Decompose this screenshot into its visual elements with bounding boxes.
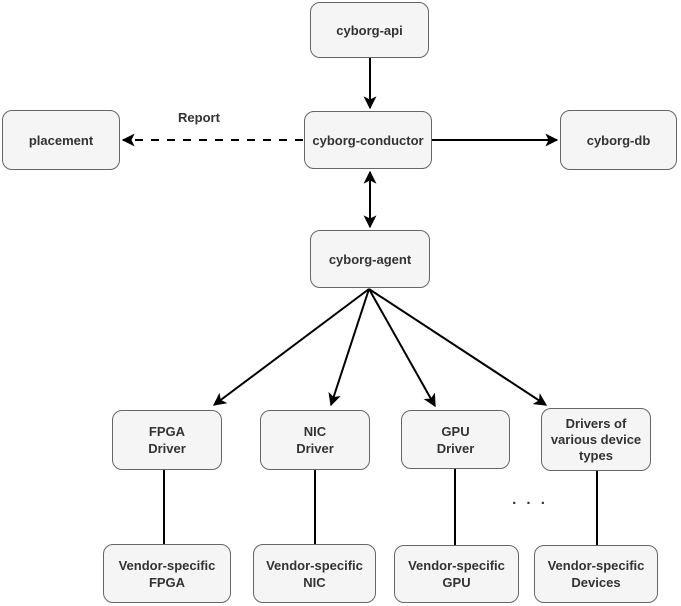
edge-agent-to-gpu-driver	[368, 288, 436, 408]
node-nic-driver: NIC Driver	[260, 410, 370, 470]
edge-agent-to-various-drivers	[368, 288, 548, 406]
node-label-various-drivers: Drivers of various device types	[550, 415, 642, 463]
node-label-gpu-driver: GPU Driver	[436, 423, 475, 456]
node-label-vendor-specific-gpu: Vendor-specific GPU	[408, 558, 505, 590]
edge-agent-to-fpga-driver	[212, 288, 370, 406]
node-vendor-specific-nic: Vendor-specific NIC	[253, 544, 376, 603]
node-vendor-specific-fpga: Vendor-specific FPGA	[103, 544, 231, 603]
node-label-placement: placement	[28, 132, 94, 148]
node-label-vendor-specific-devices: Vendor-specific Devices	[547, 558, 645, 590]
node-gpu-driver: GPU Driver	[401, 410, 510, 469]
node-label-nic-driver: NIC Driver	[296, 424, 334, 456]
node-vendor-specific-gpu: Vendor-specific GPU	[394, 545, 519, 603]
node-label-fpga-driver: FPGA Driver	[148, 424, 186, 456]
node-label-cyborg-db: cyborg-db	[586, 132, 651, 148]
edge-agent-to-nic-driver	[328, 288, 370, 407]
edge-label-report: Report	[178, 110, 220, 125]
node-vendor-specific-devices: Vendor-specific Devices	[534, 545, 658, 603]
node-label-cyborg-api: cyborg-api	[336, 22, 403, 38]
node-cyborg-db: cyborg-db	[560, 110, 677, 170]
node-label-cyborg-agent: cyborg-agent	[328, 251, 412, 267]
node-cyborg-agent: cyborg-agent	[310, 230, 430, 288]
node-label-cyborg-conductor: cyborg-conductor	[312, 132, 424, 148]
node-cyborg-api: cyborg-api	[310, 2, 429, 58]
node-placement: placement	[2, 110, 120, 170]
node-label-vendor-specific-fpga: Vendor-specific FPGA	[118, 557, 216, 590]
node-cyborg-conductor: cyborg-conductor	[304, 111, 432, 169]
node-various-drivers: Drivers of various device types	[541, 408, 651, 471]
node-label-vendor-specific-nic: Vendor-specific NIC	[266, 557, 363, 590]
node-fpga-driver: FPGA Driver	[112, 410, 222, 470]
ellipsis-label: . . .	[512, 491, 548, 508]
